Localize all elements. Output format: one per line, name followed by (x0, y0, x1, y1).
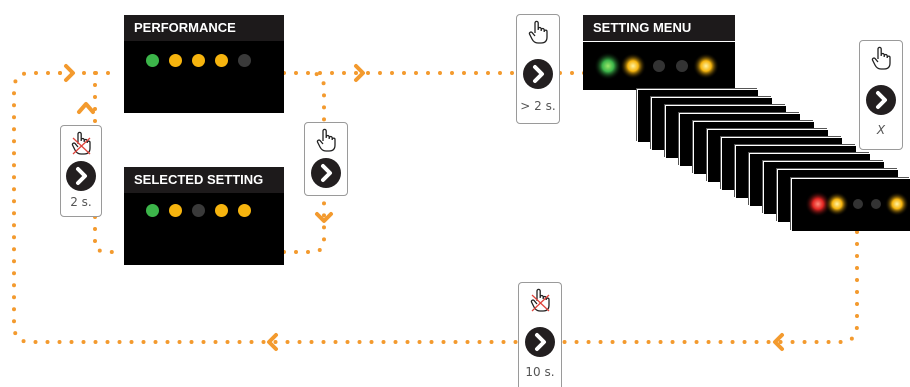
indicator-dot (169, 204, 182, 217)
performance-dots (146, 54, 251, 67)
arrow-down-icon (315, 212, 333, 223)
next-button-icon (311, 158, 341, 188)
indicator-dot (146, 204, 159, 217)
duration-label: 2 s. (70, 195, 92, 209)
selected-setting-title: SELECTED SETTING (124, 167, 284, 193)
inner-left-loop (93, 71, 124, 254)
indicator-dot (238, 54, 251, 67)
indicator-dot (215, 54, 228, 67)
performance-title: PERFORMANCE (124, 15, 284, 41)
arrow-left-icon (773, 333, 784, 351)
led-off-icon (853, 199, 863, 209)
led-off-icon (871, 199, 881, 209)
arrow-up-icon (77, 102, 95, 114)
hold-2s-card: 2 s. (60, 125, 102, 217)
led-red-icon (805, 191, 831, 217)
led-yellow-icon (693, 53, 719, 79)
setting-menu-title: SETTING MENU (583, 15, 735, 41)
next-button-icon (66, 161, 96, 191)
last-setting-leds (805, 191, 909, 217)
indicator-dot (192, 204, 205, 217)
indicator-dot (169, 54, 182, 67)
led-yellow-icon (825, 192, 849, 216)
hand-icon (871, 46, 891, 70)
led-green-icon (594, 52, 622, 80)
hand-crossed-icon (530, 288, 550, 312)
idle-10s-card: 10 s. (518, 282, 562, 387)
indicator-dot (238, 204, 251, 217)
hand-icon (316, 128, 336, 152)
hand-crossed-icon (71, 131, 91, 155)
led-off-icon (676, 60, 688, 72)
next-button-icon (523, 59, 553, 89)
led-off-icon (653, 60, 665, 72)
outer-loop-path (12, 71, 522, 344)
arrow-right-icon (354, 64, 365, 82)
indicator-dot (146, 54, 159, 67)
duration-label: > 2 s. (520, 99, 556, 113)
repeat-label: X (876, 123, 886, 137)
indicator-dot (215, 204, 228, 217)
arrow-right-icon (64, 64, 75, 82)
duration-label: 10 s. (525, 365, 555, 379)
press-select-card (304, 122, 348, 196)
indicator-dot (192, 54, 205, 67)
performance-panel (124, 41, 284, 113)
led-yellow-icon (620, 53, 646, 79)
selected-setting-dots (146, 204, 251, 217)
next-button-icon (866, 85, 896, 115)
led-yellow-icon (885, 192, 909, 216)
hand-icon (528, 20, 548, 44)
arrow-left-icon (267, 333, 278, 351)
right-return-loop (558, 230, 859, 344)
inner-right-loop (282, 71, 326, 254)
next-button-icon (525, 327, 555, 357)
press-x-times-card: X (859, 40, 903, 150)
setting-menu-leds (594, 52, 719, 80)
hold-more-2s-card: > 2 s. (516, 14, 560, 124)
